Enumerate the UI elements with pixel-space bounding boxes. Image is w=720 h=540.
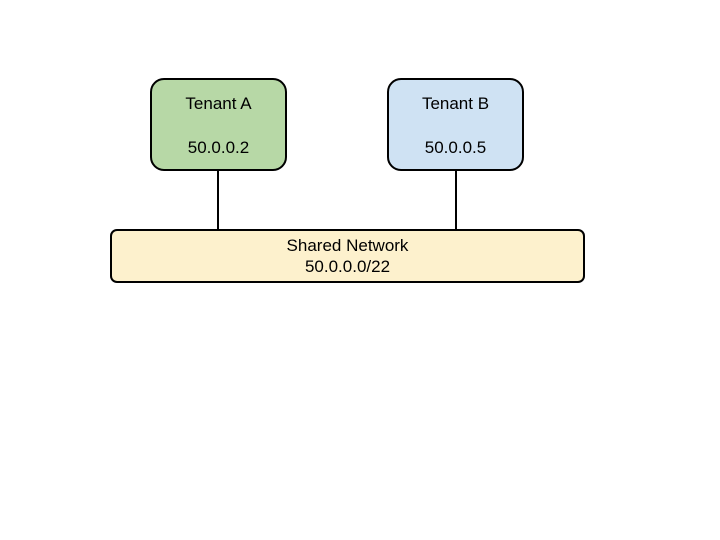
tenant-b-name: Tenant B xyxy=(421,94,490,113)
tenant-b-node: Tenant B 50.0.0.5 xyxy=(387,78,524,171)
connector-tenant-a xyxy=(217,171,219,229)
tenant-b-ip: 50.0.0.5 xyxy=(424,138,487,157)
shared-network-node: Shared Network 50.0.0.0/22 xyxy=(110,229,585,283)
tenant-a-name: Tenant A xyxy=(185,94,252,113)
shared-network-name: Shared Network xyxy=(286,236,409,255)
shared-network-cidr: 50.0.0.0/22 xyxy=(304,257,391,276)
connector-tenant-b xyxy=(455,171,457,229)
tenant-a-node: Tenant A 50.0.0.2 xyxy=(150,78,287,171)
tenant-a-ip: 50.0.0.2 xyxy=(187,138,250,157)
